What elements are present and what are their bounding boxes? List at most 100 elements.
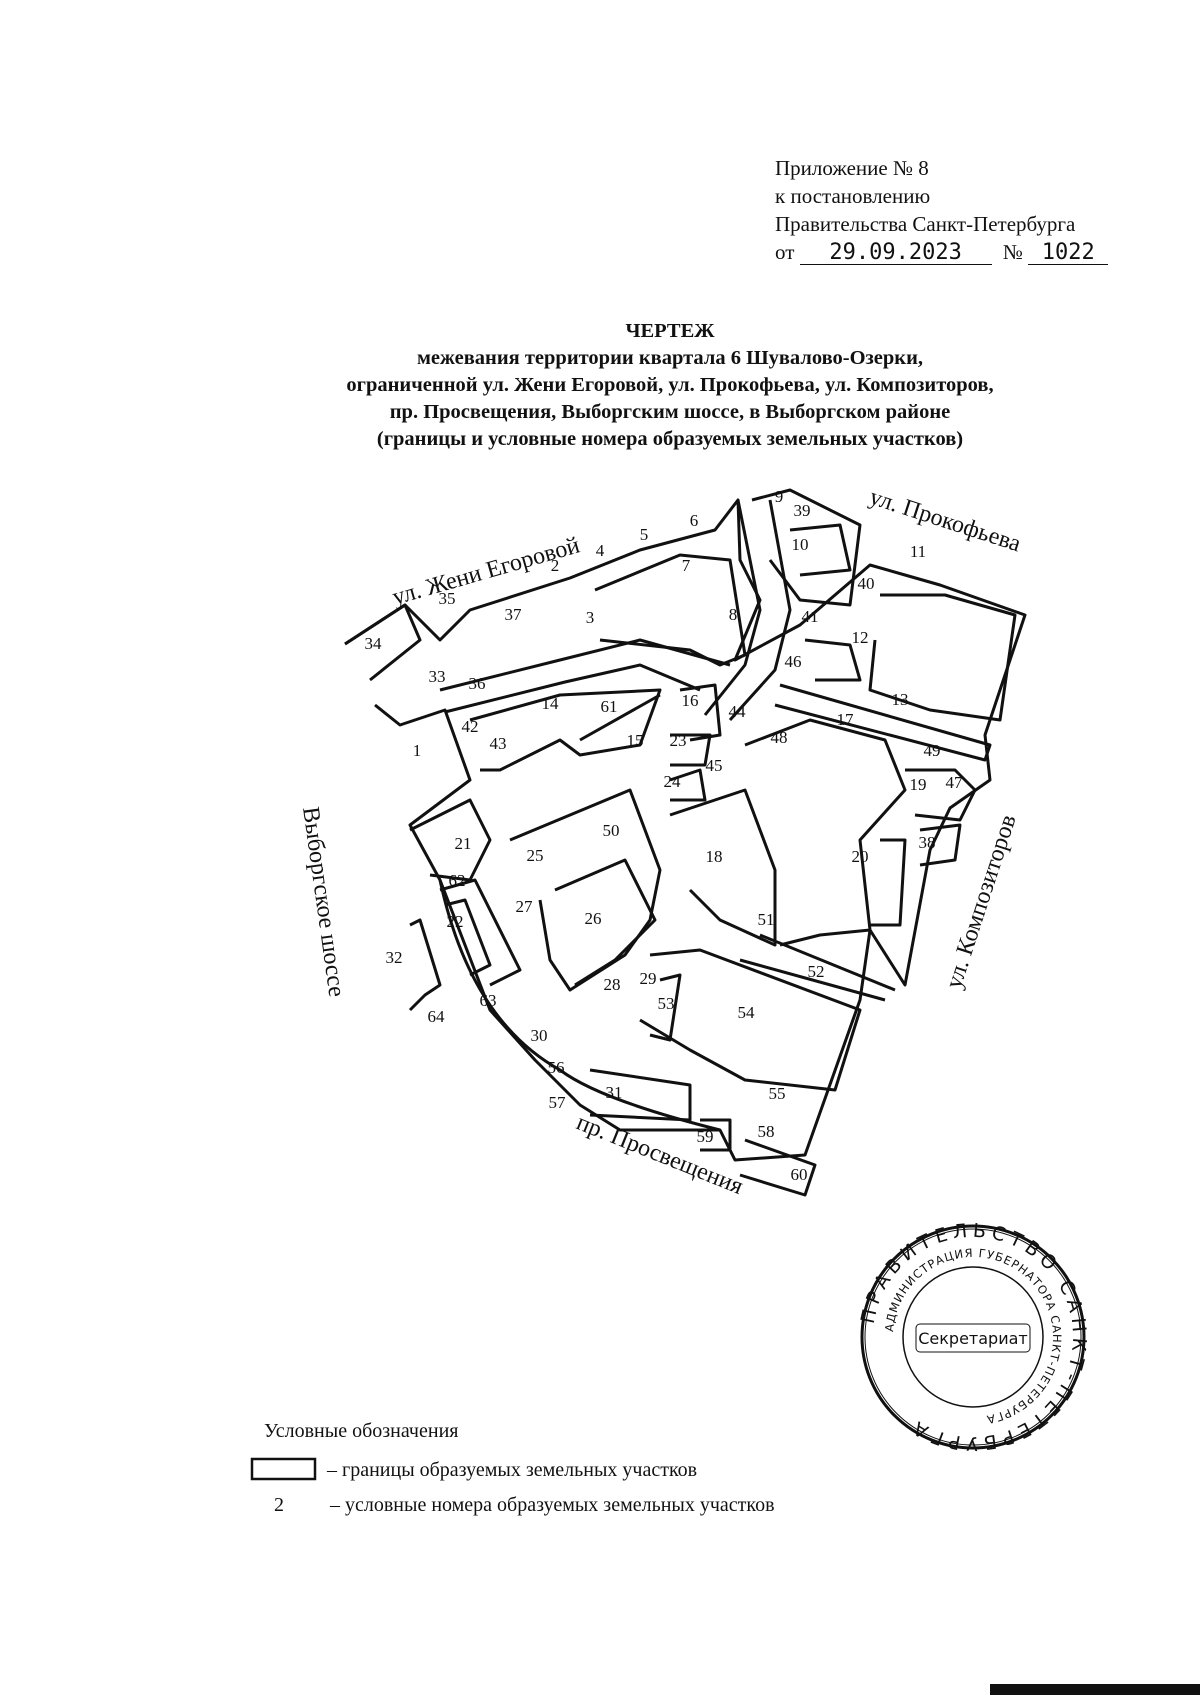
parcel-number-29: 29 bbox=[640, 969, 657, 988]
outer-arc bbox=[438, 879, 721, 1132]
block-21 bbox=[409, 798, 492, 882]
road-diagonal bbox=[759, 933, 896, 992]
parcel-number-23: 23 bbox=[670, 731, 687, 750]
parcel-boundaries bbox=[344, 488, 1027, 1197]
block-46 bbox=[804, 638, 862, 682]
parcel-number-42: 42 bbox=[462, 717, 479, 736]
legend-title: Условные обозначения bbox=[264, 1420, 459, 1442]
title-line-1: межевания территории квартала 6 Шувалово… bbox=[416, 347, 924, 369]
parcel-number-59: 59 bbox=[697, 1127, 714, 1146]
block-10 bbox=[789, 523, 852, 577]
block-62 bbox=[439, 878, 522, 987]
street-edge bbox=[439, 638, 731, 692]
parcel-number-27: 27 bbox=[516, 897, 534, 916]
parcel-number-61: 61 bbox=[601, 697, 618, 716]
block-23 bbox=[670, 733, 712, 767]
outer-boundary bbox=[344, 498, 1027, 1162]
parcel-number-12: 12 bbox=[852, 628, 869, 647]
stamp-outer-ring bbox=[860, 1224, 1086, 1450]
line-61 bbox=[579, 693, 661, 742]
page-edge-bar bbox=[990, 1684, 1200, 1695]
parcel-number-31: 31 bbox=[606, 1083, 623, 1102]
block-3 bbox=[594, 553, 747, 667]
legend-number-text: – условные номера образуемых земельных у… bbox=[330, 1494, 775, 1516]
block-60 bbox=[739, 1138, 817, 1197]
parcel-number-19: 19 bbox=[910, 775, 927, 794]
title-line-3: пр. Просвещения, Выборгским шоссе, в Выб… bbox=[389, 401, 951, 423]
block-38 bbox=[919, 823, 962, 867]
block-19 bbox=[905, 768, 977, 822]
appendix-to-resolution: к постановлению bbox=[775, 184, 931, 208]
date-prefix: от bbox=[775, 240, 795, 264]
block-32-64 bbox=[408, 918, 442, 1012]
parcel-number-36: 36 bbox=[469, 674, 486, 693]
legend-boundary-text: – границы образуемых земельных участков bbox=[327, 1459, 698, 1481]
parcel-number-32: 32 bbox=[386, 948, 403, 967]
resolution-date: 29.09.2023 bbox=[799, 242, 992, 265]
block-26 bbox=[554, 858, 657, 987]
parcel-number-55: 55 bbox=[769, 1084, 786, 1103]
parcel-number-46: 46 bbox=[785, 652, 802, 671]
parcel-number-6: 6 bbox=[690, 511, 699, 530]
parcel-number-9: 9 bbox=[775, 487, 784, 506]
parcel-number-8: 8 bbox=[729, 605, 738, 624]
parcel-number-17: 17 bbox=[837, 710, 855, 729]
parcel-number-49: 49 bbox=[924, 741, 941, 760]
stamp-inner-ring bbox=[902, 1266, 1044, 1408]
parcel-number-40: 40 bbox=[858, 574, 875, 593]
parcel-number-22: 22 bbox=[447, 912, 464, 931]
parcel-number-11: 11 bbox=[910, 542, 926, 561]
parcel-number-64: 64 bbox=[428, 1007, 446, 1026]
parcel-number-53: 53 bbox=[658, 994, 675, 1013]
title-heading: ЧЕРТЕЖ bbox=[625, 320, 715, 342]
parcel-number-62: 62 bbox=[449, 871, 466, 890]
parcel-number-56: 56 bbox=[548, 1058, 565, 1077]
parcel-number-34: 34 bbox=[365, 634, 383, 653]
street-edge bbox=[444, 663, 701, 714]
parcel-number-52: 52 bbox=[808, 962, 825, 981]
parcel-number-39: 39 bbox=[794, 501, 811, 520]
parcel-number-25: 25 bbox=[527, 846, 544, 865]
parcel-number-57: 57 bbox=[549, 1093, 567, 1112]
parcel-number-58: 58 bbox=[758, 1122, 775, 1141]
parcel-number-51: 51 bbox=[758, 910, 775, 929]
parcel-number-13: 13 bbox=[892, 690, 909, 709]
parcel-number-45: 45 bbox=[706, 756, 723, 775]
block-16 bbox=[679, 683, 722, 742]
appendix-government: Правительства Санкт-Петербурга bbox=[775, 212, 1076, 236]
appendix-header: Приложение № 8 к постановлению Правитель… bbox=[775, 154, 1109, 266]
parcel-number-21: 21 bbox=[455, 834, 472, 853]
parcel-number-38: 38 bbox=[919, 833, 936, 852]
road-diagonal bbox=[739, 958, 886, 1002]
parcel-number-4: 4 bbox=[596, 541, 605, 560]
road-edge bbox=[728, 499, 792, 722]
street-vyborgskoe: Выборгское шоссе bbox=[297, 805, 349, 998]
document-title: ЧЕРТЕЖ межевания территории квартала 6 Ш… bbox=[200, 318, 1140, 453]
parcel-number-1: 1 bbox=[413, 741, 422, 760]
parcel-number-33: 33 bbox=[429, 667, 446, 686]
official-stamp: ПРАВИТЕЛЬСТВО САНКТ-ПЕТЕРБУРГА АДМИНИСТР… bbox=[858, 1222, 1086, 1452]
title-line-4: (границы и условные номера образуемых зе… bbox=[376, 428, 964, 450]
block-14 bbox=[469, 688, 662, 772]
parcel-number-2: 2 bbox=[551, 556, 560, 575]
number-prefix: № bbox=[1002, 240, 1023, 264]
parcel-number-15: 15 bbox=[627, 731, 644, 750]
appendix-date-line: от 29.09.2023 № 1022 bbox=[775, 238, 1109, 266]
resolution-number: 1022 bbox=[1028, 242, 1109, 265]
parcel-number-63: 63 bbox=[480, 991, 497, 1010]
parcel-number-16: 16 bbox=[682, 691, 699, 710]
parcel-number-47: 47 bbox=[946, 773, 964, 792]
appendix-number: Приложение № 8 bbox=[775, 156, 929, 180]
parcel-number-28: 28 bbox=[604, 975, 621, 994]
parcel-number-43: 43 bbox=[490, 734, 507, 753]
parcel-number-3: 3 bbox=[586, 608, 595, 627]
parcel-number-30: 30 bbox=[531, 1026, 548, 1045]
block-central bbox=[744, 718, 907, 947]
parcel-number-35: 35 bbox=[439, 589, 456, 608]
parcel-number-24: 24 bbox=[664, 772, 682, 791]
block-24 bbox=[669, 768, 707, 802]
block-13 bbox=[868, 593, 1017, 722]
legend-number-sample: 2 bbox=[274, 1494, 284, 1516]
parcel-number-5: 5 bbox=[640, 525, 649, 544]
